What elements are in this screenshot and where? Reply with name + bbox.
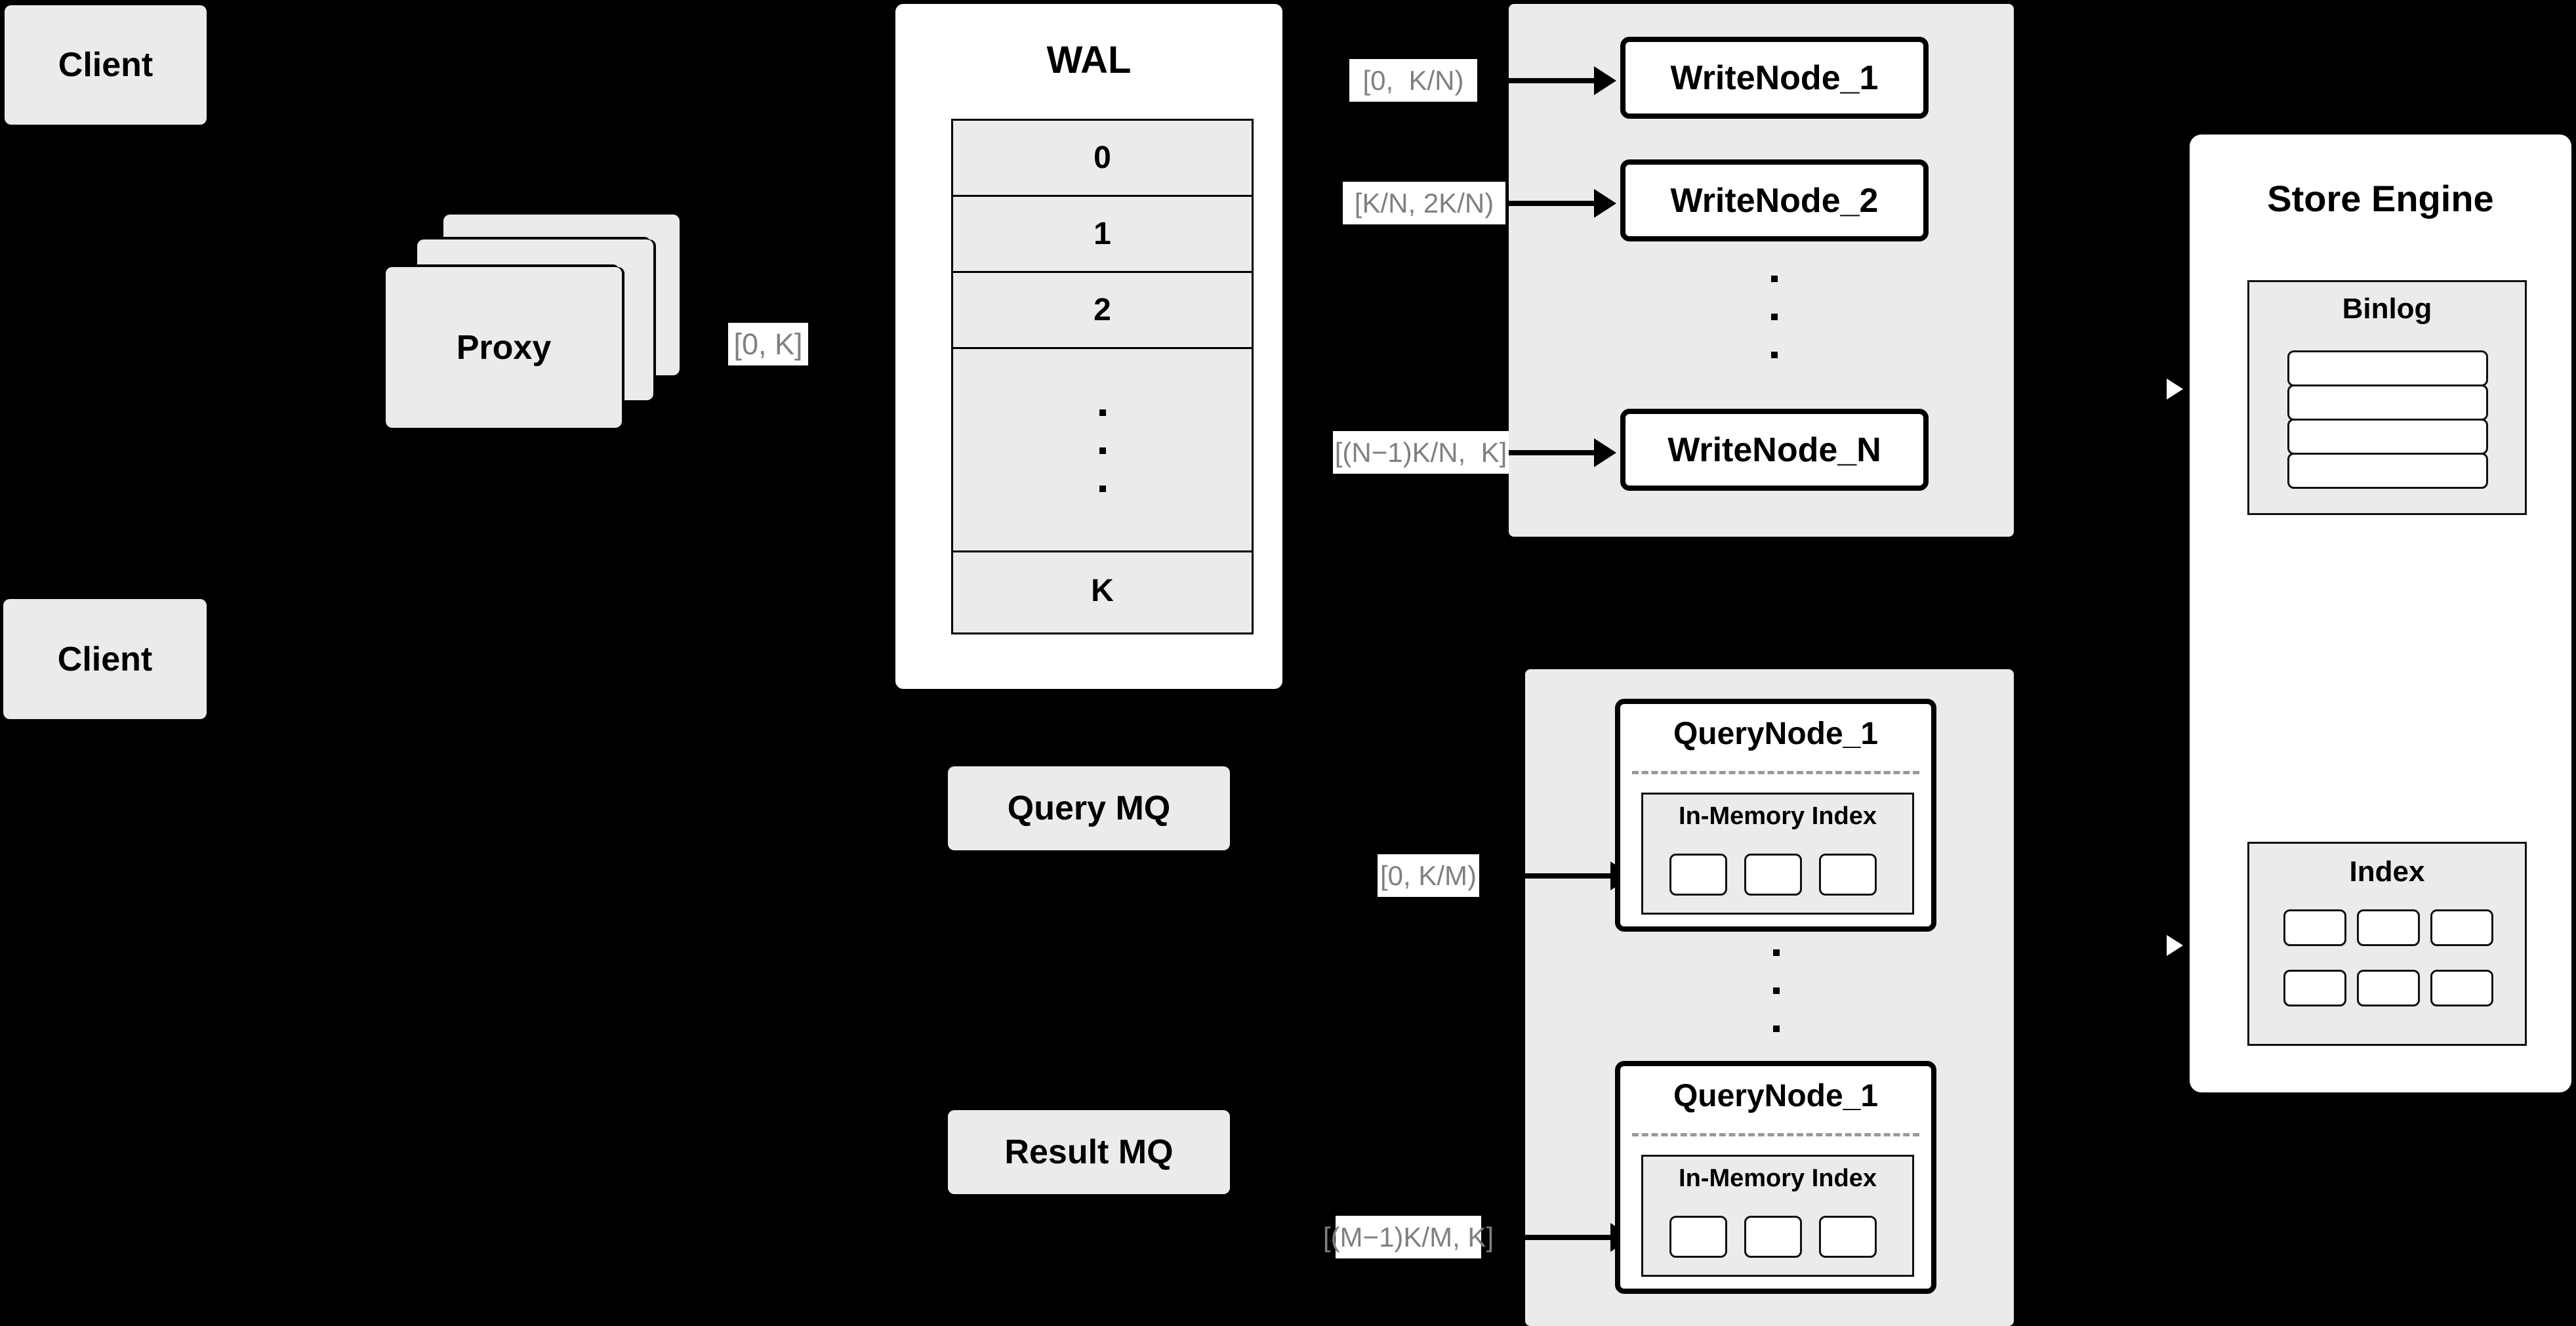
result-mq-node[interactable]: Result MQ [948,1110,1230,1194]
write-node-n[interactable]: WriteNode_N [1620,409,1929,491]
store-index-slot-4[interactable] [2283,970,2346,1006]
arrow-head-index [2165,931,2187,960]
binlog-label: Binlog [2342,293,2432,325]
wal-title: WAL [1046,39,1132,81]
wal-ellipsis-dots [1099,409,1106,492]
proxy-label: Proxy [456,328,552,367]
query-node-m-index-panel: In-Memory Index [1641,1155,1914,1277]
client-node-1-label: Client [58,46,153,84]
query-node-m-divider [1632,1133,1919,1136]
query-node-1-index-label: In-Memory Index [1679,802,1877,830]
write-node-2[interactable]: WriteNode_2 [1620,159,1929,241]
range-label-write-node-n: [(N−1)K/N, K] [1333,431,1509,474]
query-node-1-index-panel: In-Memory Index [1641,793,1914,915]
range-label-query-node-1: [0, K/M) [1378,854,1479,897]
query-node-m-index-label: In-Memory Index [1679,1165,1877,1192]
store-index-slot-1[interactable] [2283,909,2346,946]
arrow-line-query-node-1 [1525,873,1624,879]
binlog-row-1[interactable] [2287,350,2488,386]
wal-entry-k[interactable]: K [1091,573,1114,608]
write-node-1[interactable]: WriteNode_1 [1620,37,1929,119]
arrow-head-write-node-2 [1594,189,1616,218]
wal-entry-1[interactable]: 1 [953,197,1252,273]
arrow-line-binlog [2121,387,2173,391]
range-label-query-node-m: [(M−1)K/M, K] [1323,1216,1494,1258]
write-node-2-label: WriteNode_2 [1670,181,1879,220]
arrow-line-query-node-m [1525,1235,1624,1240]
wal-entry-0[interactable]: 0 [953,121,1252,197]
range-label-write-node-1: [0, K/N) [1349,59,1477,102]
wal-entry-ellipsis [953,349,1252,552]
arrow-line-index [2121,943,2173,947]
query-node-m-index-slot-3[interactable] [1819,1216,1877,1258]
query-node-m[interactable]: QueryNode_1 In-Memory Index [1615,1061,1936,1294]
write-node-1-label: WriteNode_1 [1670,58,1879,97]
query-node-1-index-slot-3[interactable] [1819,854,1877,896]
result-mq-label: Result MQ [1004,1133,1174,1171]
binlog-row-2[interactable] [2287,384,2488,421]
store-index-slot-5[interactable] [2357,970,2420,1006]
store-engine-panel: Store Engine Binlog Index [2190,135,2571,1092]
arrow-head-binlog [2165,375,2187,404]
store-engine-title: Store Engine [2267,178,2494,219]
query-cluster-ellipsis-dots [1773,949,1780,1032]
write-cluster-ellipsis-dots [1771,276,1778,358]
range-label-proxy-to-wal: [0, K] [728,323,808,365]
binlog-row-4[interactable] [2287,453,2488,489]
wal-entry-2[interactable]: 2 [953,273,1252,349]
write-node-n-label: WriteNode_N [1667,430,1881,469]
query-mq-node[interactable]: Query MQ [948,766,1230,850]
wal-entry-table: 0 1 2 K [951,119,1254,634]
query-node-m-label: QueryNode_1 [1673,1079,1879,1113]
client-node-1[interactable]: Client [5,5,207,125]
query-node-1-index-slot-1[interactable] [1669,854,1727,896]
query-mq-label: Query MQ [1007,789,1171,827]
query-node-m-index-slot-1[interactable] [1669,1216,1727,1258]
arrow-head-write-node-1 [1594,66,1616,95]
arrow-line-write-node-n [1509,450,1607,455]
store-index-label: Index [2349,856,2425,888]
store-index-panel: Index [2247,842,2527,1046]
binlog-row-3[interactable] [2287,419,2488,455]
binlog-panel: Binlog [2247,280,2527,515]
query-node-1-label: QueryNode_1 [1673,716,1879,751]
query-node-m-index-slot-2[interactable] [1744,1216,1802,1258]
proxy-node[interactable]: Proxy [386,267,622,428]
client-node-2-label: Client [57,640,153,678]
query-node-1-index-slot-2[interactable] [1744,854,1802,896]
store-index-slot-6[interactable] [2430,970,2493,1006]
range-label-write-node-2: [K/N, 2K/N) [1343,182,1505,224]
query-node-1-divider [1632,771,1919,774]
query-node-1[interactable]: QueryNode_1 In-Memory Index [1615,699,1936,932]
store-index-slot-3[interactable] [2430,909,2493,946]
arrow-line-write-node-2 [1509,201,1607,206]
store-index-slot-2[interactable] [2357,909,2420,946]
arrow-line-write-node-1 [1509,78,1607,83]
arrow-head-write-node-n [1594,438,1616,467]
wal-panel: WAL 0 1 2 K [895,4,1282,689]
client-node-2[interactable]: Client [3,599,207,719]
